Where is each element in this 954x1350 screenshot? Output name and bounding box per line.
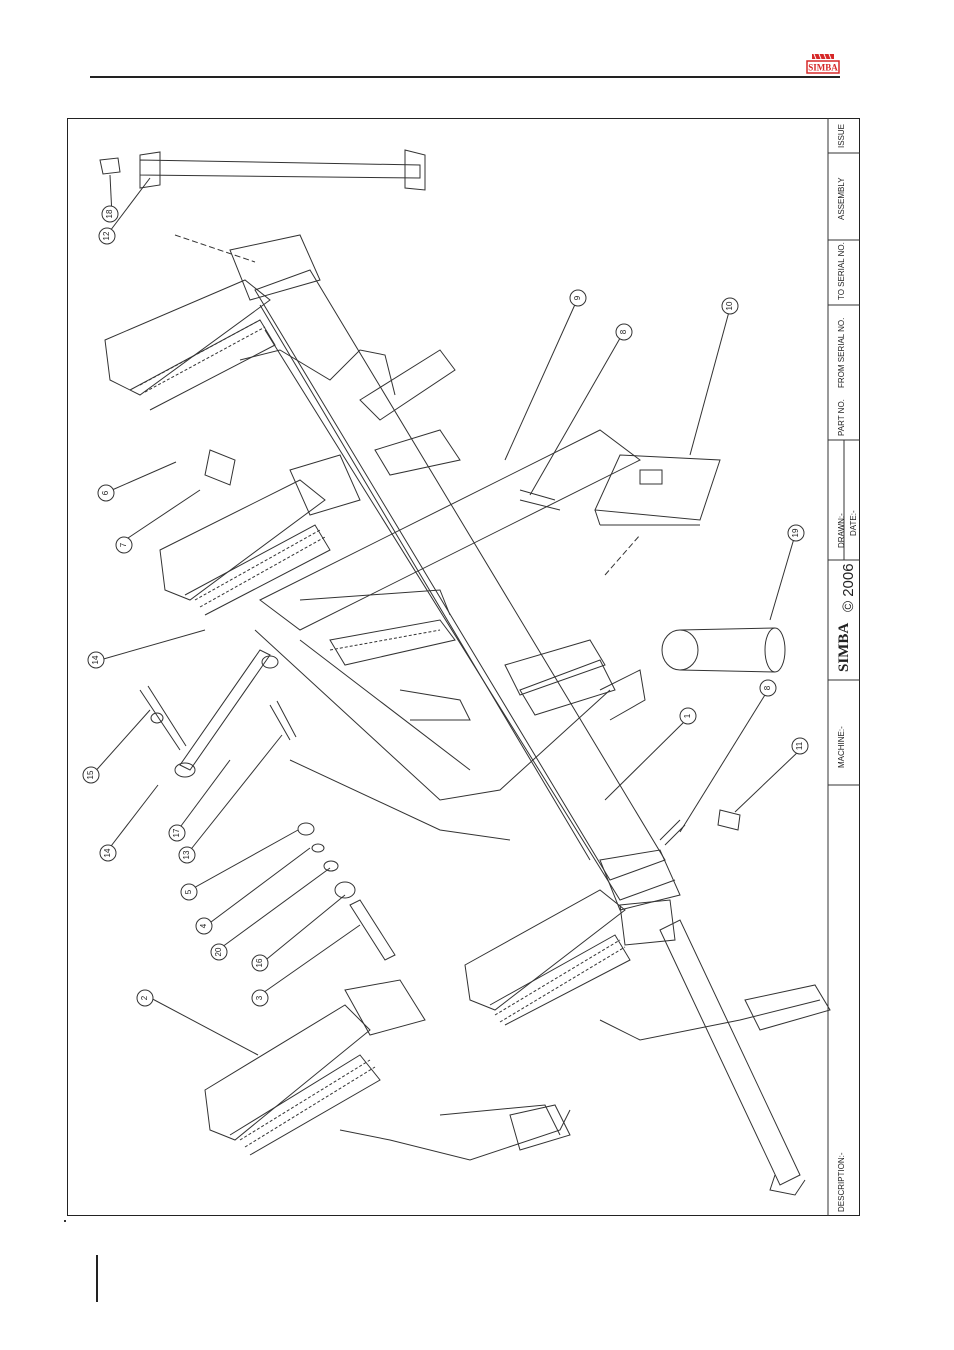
callout-label: 2 [140, 990, 150, 1006]
description-label: DESCRIPTION:- [837, 1152, 846, 1212]
callout-label: 17 [172, 825, 182, 841]
callout-label: 8 [619, 324, 629, 340]
callout-label: 8 [763, 680, 773, 696]
callout-label: 20 [214, 944, 224, 960]
drawn-label: DRAWN:- [837, 513, 846, 548]
callout-label: 18 [105, 206, 115, 222]
part-no-label: PART NO. [837, 399, 846, 436]
title-block-logo: SIMBA [836, 623, 853, 672]
callout-label: 14 [103, 845, 113, 861]
assembly-label: ASSEMBLY [837, 177, 846, 220]
callout-label: 13 [182, 847, 192, 863]
callout-label: 9 [573, 290, 583, 306]
date-label: DATE:- [849, 510, 858, 536]
callout-label: 14 [91, 652, 101, 668]
callout-label: 3 [255, 990, 265, 1006]
issue-label: ISSUE [837, 124, 846, 148]
callout-label: 10 [725, 298, 735, 314]
callout-label: 6 [101, 485, 111, 501]
callout-label: 1 [683, 708, 693, 724]
callout-label: 19 [791, 525, 801, 541]
callout-label: 7 [119, 537, 129, 553]
page-dot [64, 1220, 66, 1222]
callout-label: 15 [86, 767, 96, 783]
to-serial-label: TO SERIAL NO. [837, 242, 846, 300]
callout-label: 11 [795, 738, 805, 754]
callout-label: 16 [255, 955, 265, 971]
callout-label: 4 [199, 918, 209, 934]
from-serial-label: FROM SERIAL NO. [837, 318, 846, 388]
callout-label: 5 [184, 884, 194, 900]
copyright-text: © 2006 [840, 563, 857, 612]
callout-label: 12 [102, 228, 112, 244]
machine-label: MACHINE:- [837, 726, 846, 768]
footer-rule [96, 1255, 98, 1302]
